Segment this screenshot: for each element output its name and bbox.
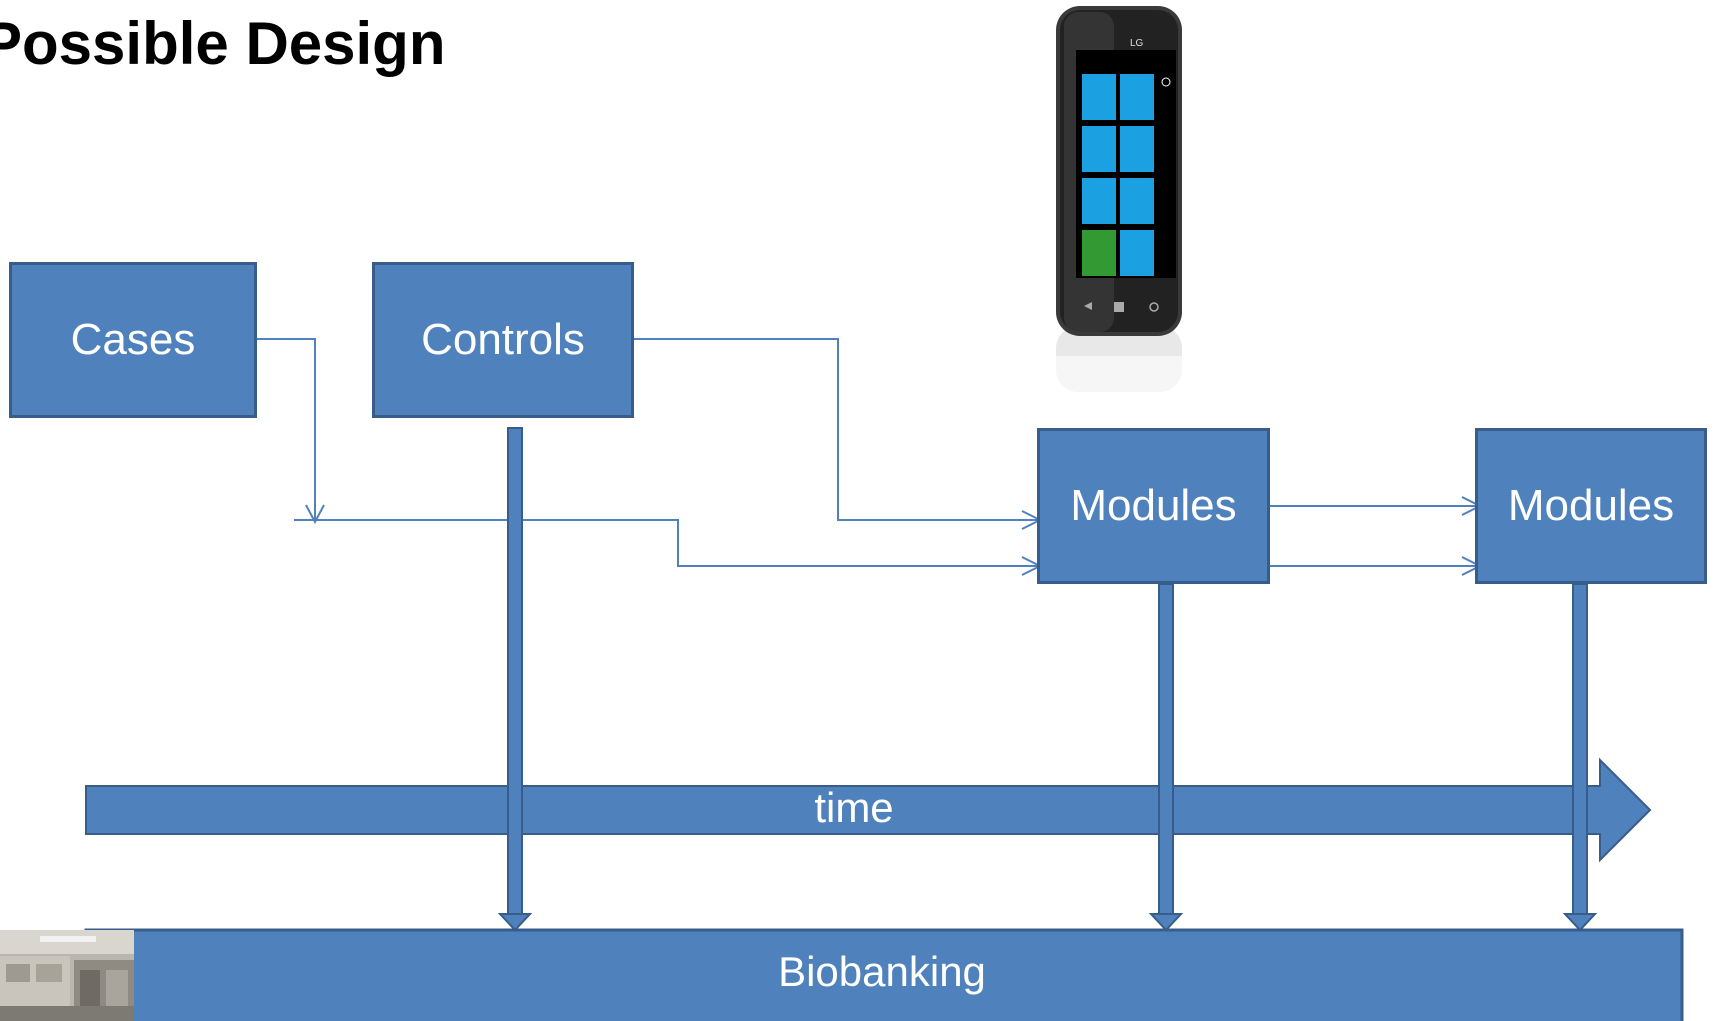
connector-junction-to-modules [294, 519, 1040, 567]
modules-box-1: Modules [1037, 428, 1270, 584]
svg-text:LG: LG [1130, 38, 1144, 49]
modules1-down-arrow-head [1148, 913, 1184, 932]
modules2-down-arrow-head [1562, 913, 1598, 932]
modules-2-label: Modules [1507, 481, 1675, 530]
biobanking-bar [84, 928, 1684, 1021]
time-label: time [814, 784, 894, 831]
cases-box: Cases [9, 262, 257, 418]
slide-title: Possible Design [0, 10, 446, 77]
controls-box: Controls [372, 262, 634, 418]
smartphone-image: LG [1056, 6, 1182, 392]
biobanking-label: Biobanking [778, 948, 986, 995]
connector-cases [256, 338, 316, 522]
modules-1-label: Modules [1070, 481, 1237, 530]
controls-label: Controls [421, 315, 585, 364]
modules-box-2: Modules [1475, 428, 1707, 584]
connector-cases-arrowhead [305, 504, 325, 525]
controls-down-arrow-shaft [507, 427, 523, 917]
laboratory-photo [0, 930, 134, 1021]
connector-controls [634, 338, 1040, 521]
cases-label: Cases [70, 315, 196, 364]
time-arrow [85, 757, 1652, 863]
modules2-down-arrow-shaft [1572, 583, 1588, 917]
controls-down-arrow-head [497, 913, 533, 932]
modules1-down-arrow-shaft [1158, 583, 1174, 917]
